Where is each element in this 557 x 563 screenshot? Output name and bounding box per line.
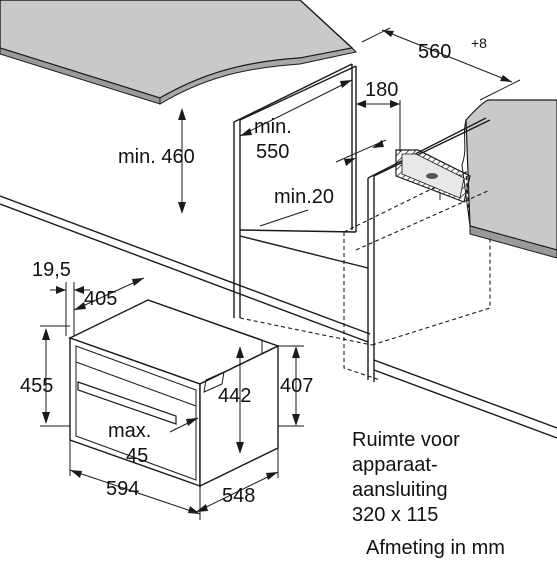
unit-note: Afmeting in mm bbox=[366, 537, 505, 559]
label-560-tolerance: +8 bbox=[471, 35, 487, 51]
dimension-405: 405 bbox=[73, 277, 145, 311]
worktop-right bbox=[461, 99, 557, 259]
label-max-45-line2: 45 bbox=[126, 445, 148, 467]
dimension-min-550: min. 550 bbox=[239, 79, 353, 163]
hidden-lines bbox=[239, 171, 491, 381]
cabinet-frame bbox=[0, 63, 557, 439]
dimension-442: 442 bbox=[218, 346, 251, 454]
label-455: 455 bbox=[20, 375, 53, 397]
label-min-550-line1: min. bbox=[254, 116, 292, 138]
worktop-left bbox=[0, 0, 358, 105]
note-line1: Ruimte voor bbox=[352, 429, 460, 451]
note-line4: 320 x 115 bbox=[352, 504, 438, 526]
label-442: 442 bbox=[218, 385, 251, 407]
label-min-460: min. 460 bbox=[118, 146, 195, 168]
note-line2: apparaat- bbox=[352, 454, 438, 476]
label-max-45-line1: max. bbox=[108, 420, 151, 442]
connection-space-box bbox=[395, 149, 471, 203]
dimension-455: 455 bbox=[20, 325, 70, 427]
label-min-20: min.20 bbox=[274, 186, 334, 208]
dimension-180: 180 bbox=[355, 66, 401, 152]
dimension-407: 407 bbox=[278, 345, 313, 427]
connection-space-note: Ruimte voor apparaat- aansluiting 320 x … bbox=[352, 192, 460, 526]
oven-appliance bbox=[68, 299, 280, 488]
dimension-max-45: max. 45 bbox=[108, 417, 199, 467]
note-line3: aansluiting bbox=[352, 479, 448, 501]
dimension-548: 548 bbox=[195, 448, 279, 513]
label-180: 180 bbox=[365, 79, 398, 101]
label-19-5: 19,5 bbox=[32, 259, 71, 281]
label-407: 407 bbox=[280, 375, 313, 397]
label-min-550-line2: 550 bbox=[256, 141, 289, 163]
label-548: 548 bbox=[222, 485, 255, 507]
label-405: 405 bbox=[84, 288, 117, 310]
dimension-19-5: 19,5 bbox=[32, 259, 90, 336]
label-594: 594 bbox=[106, 478, 139, 500]
dimension-560: 560 +8 bbox=[361, 27, 521, 101]
dimension-min-20: min.20 bbox=[259, 139, 387, 227]
dimension-min-460: min. 460 bbox=[118, 108, 195, 214]
label-560: 560 bbox=[418, 41, 451, 63]
